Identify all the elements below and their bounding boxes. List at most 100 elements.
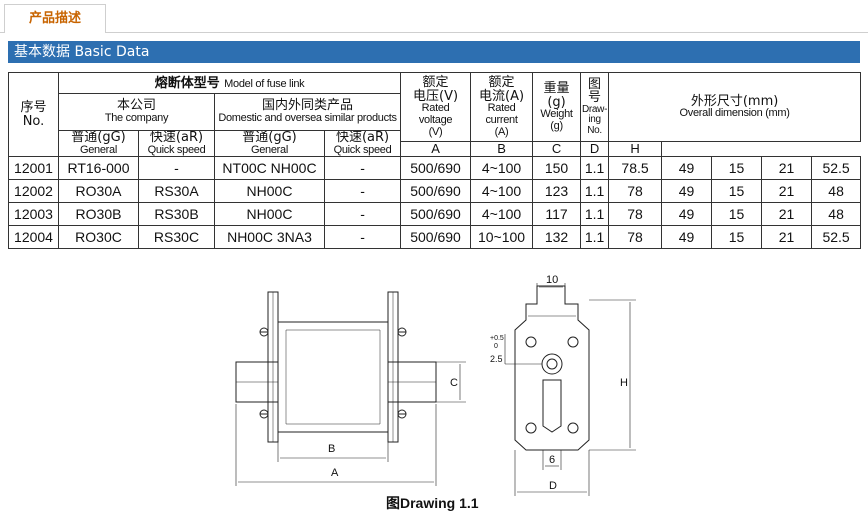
section-title-bar: 基本数据 Basic Data	[8, 41, 860, 63]
dim-label-2-5: 2.5	[490, 354, 503, 364]
cell-voltage: 500/690	[400, 179, 472, 204]
cell-no: 12003	[8, 202, 59, 227]
dim-label-d: D	[549, 480, 557, 492]
header-current-en2: current	[485, 113, 518, 126]
header-company-general-en: General	[79, 143, 118, 156]
header-company-general: 普通(gG) General	[58, 129, 139, 158]
cell-h: 52.5	[811, 156, 862, 181]
blade-slot	[542, 379, 562, 433]
dim-label-b: B	[328, 443, 335, 455]
header-weight-en1: Weight	[540, 108, 573, 121]
table-row: 12004 RO30C RS30C NH00C 3NA3 - 500/690 1…	[8, 225, 862, 250]
cell-drawing: 1.1	[580, 179, 610, 204]
header-model-zh: 熔断体型号	[154, 75, 220, 91]
cell-b: 49	[661, 156, 713, 181]
header-dimension-en: Overall dimension (mm)	[679, 107, 790, 120]
header-dimension-zh: 外形尺寸(mm)	[690, 93, 779, 109]
header-voltage: 额定 电压(V) Rated voltage (V)	[400, 71, 472, 143]
header-domestic-zh: 国内外同类产品	[262, 98, 354, 114]
header-domestic-general-en: General	[250, 143, 289, 156]
table-row: 12003 RO30B RS30B NH00C - 500/690 4~100 …	[8, 202, 862, 227]
header-model: 熔断体型号 Model of fuse link	[57, 72, 402, 94]
cell-quick: RS30C	[138, 225, 215, 250]
cell-weight: 132	[532, 225, 582, 250]
header-domestic-quick-zh: 快速(aR)	[335, 130, 390, 145]
drawing-caption: 图Drawing 1.1	[386, 495, 479, 511]
header-weight-en2: (g)	[550, 119, 563, 132]
front-view-outline	[514, 285, 590, 451]
cell-d: 21	[761, 225, 813, 250]
cell-no: 12004	[8, 225, 59, 250]
header-company: 本公司 The company	[58, 93, 215, 131]
dim-label-tol-up: +0.5	[490, 335, 504, 342]
cell-dom-general: NH00C	[214, 202, 325, 227]
header-company-general-zh: 普通(gG)	[71, 130, 126, 145]
cell-current: 4~100	[470, 179, 534, 204]
cell-current: 10~100	[470, 225, 534, 250]
screw-icons	[259, 327, 407, 419]
cell-voltage: 500/690	[400, 202, 472, 227]
cell-a: 78	[608, 179, 663, 204]
cell-h: 52.5	[811, 225, 862, 250]
fuse-body	[277, 321, 389, 433]
header-weight-zh2: (g)	[547, 94, 566, 110]
cell-a: 78	[608, 225, 663, 250]
header-domestic-general: 普通(gG) General	[214, 129, 325, 158]
header-current-zh2: 电流(A)	[479, 88, 525, 104]
tab-product-description[interactable]: 产品描述	[4, 4, 106, 33]
header-current-en1: Rated	[487, 102, 516, 115]
header-domestic-quick-en: Quick speed	[333, 143, 392, 156]
header-company-zh: 本公司	[116, 98, 156, 114]
header-current-en3: (A)	[494, 125, 509, 138]
header-company-en: The company	[104, 112, 169, 125]
header-domestic-general-zh: 普通(gG)	[242, 130, 297, 145]
dim-label-10: 10	[546, 274, 558, 286]
cell-a: 78.5	[608, 156, 663, 181]
header-seq-en: No.	[22, 113, 45, 129]
header-company-quick-en: Quick speed	[147, 143, 206, 156]
cell-drawing: 1.1	[580, 225, 610, 250]
cell-current: 4~100	[470, 202, 534, 227]
header-weight: 重量 (g) Weight (g)	[532, 71, 582, 143]
cell-b: 49	[661, 225, 713, 250]
dim-label-tol-low: 0	[494, 343, 498, 350]
header-voltage-en1: Rated	[421, 102, 450, 115]
header-current: 额定 电流(A) Rated current (A)	[470, 71, 534, 143]
header-drawing-en3: No.	[587, 124, 602, 136]
header-seq-zh: 序号	[20, 99, 47, 115]
header-drawing-zh2: 号	[588, 90, 602, 106]
cell-drawing: 1.1	[580, 156, 610, 181]
header-weight-zh1: 重量	[543, 80, 570, 96]
header-company-quick-zh: 快速(aR)	[149, 130, 204, 145]
dim-label-a: A	[331, 467, 339, 479]
header-voltage-en2: voltage	[418, 113, 453, 126]
cell-quick: RS30B	[138, 202, 215, 227]
dim-label-h: H	[620, 377, 628, 389]
cell-general: RO30A	[58, 179, 139, 204]
header-voltage-zh2: 电压(V)	[413, 88, 459, 104]
dim-label-c: C	[450, 377, 458, 389]
cell-dom-quick: -	[323, 225, 402, 250]
header-company-quick: 快速(aR) Quick speed	[138, 129, 215, 158]
header-current-zh1: 额定	[488, 75, 515, 91]
header-voltage-zh1: 额定	[422, 75, 449, 91]
header-drawing: 图 号 Draw- ing No.	[580, 71, 610, 143]
cell-general: RT16-000	[58, 156, 139, 181]
header-model-en: Model of fuse link	[224, 77, 305, 90]
header-drawing-zh1: 图	[588, 76, 602, 92]
header-domestic-en: Domestic and oversea similar products	[218, 112, 397, 125]
spec-table: 序号 No. 熔断体型号 Model of fuse link 额定 电压(V)…	[8, 71, 862, 250]
tab-bar: 产品描述	[0, 0, 868, 33]
header-voltage-en3: (V)	[428, 125, 443, 138]
header-drawing-en2: ing	[588, 114, 601, 126]
cell-dom-general: NH00C 3NA3	[214, 225, 325, 250]
cell-weight: 150	[532, 156, 582, 181]
dim-label-6: 6	[549, 454, 555, 466]
header-drawing-en1: Draw-	[581, 103, 608, 115]
cell-voltage: 500/690	[400, 225, 472, 250]
cell-dom-quick: -	[323, 179, 402, 204]
cell-h: 48	[811, 179, 862, 204]
header-dimension: 外形尺寸(mm) Overall dimension (mm)	[608, 71, 862, 143]
header-domestic-quick: 快速(aR) Quick speed	[323, 129, 402, 158]
